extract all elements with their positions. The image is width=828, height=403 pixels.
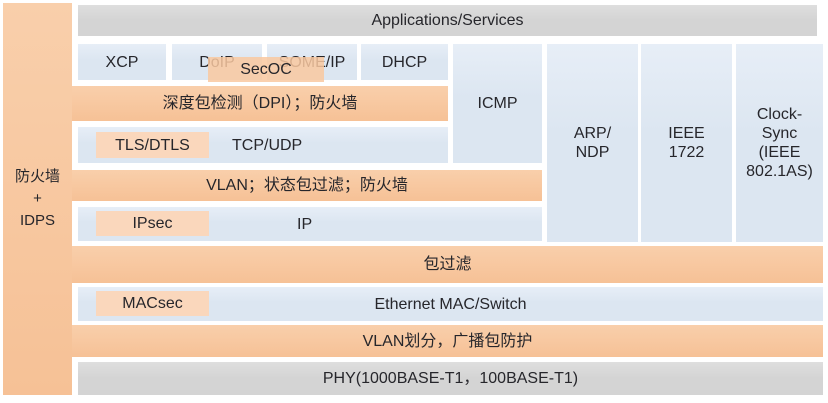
dpi-firewall-label: 深度包检测（DPI）；防火墙 [162,95,358,112]
ieee-1722-label: IEEE 1722 [668,125,705,161]
phy-label: PHY(1000BASE-T1，100BASE-T1) [322,370,579,387]
column-arp-ndp: ARP/ NDP [547,44,638,242]
network-layer-row: IPsec IP [78,207,542,241]
transport-layer-row: TLS/DTLS TCP/UDP [78,127,448,163]
vlan-stateful-firewall-label: VLAN；状态包过滤；防火墙 [206,177,408,194]
secoc-label: SecOC [240,61,292,78]
icmp-label: ICMP [477,95,518,112]
ipsec-label: IPsec [132,215,173,232]
secoc-overlay-chip: SecOC [208,57,324,82]
applications-services-layer: Applications/Services [78,5,817,36]
mac-layer-row: MACsec Ethernet MAC/Switch [78,287,823,321]
vlan-division-label: VLAN划分，广播包防护 [362,332,533,350]
column-clock-sync: Clock- Sync (IEEE 802.1AS) [736,44,823,242]
sidebar-label-firewall: 防火墙 [14,168,60,185]
ipsec-chip: IPsec [96,211,209,236]
macsec-label: MACsec [122,295,183,312]
vlan-stateful-firewall-bar: VLAN；状态包过滤；防火墙 [72,170,542,201]
column-ieee-1722: IEEE 1722 [641,44,732,242]
clock-sync-label: Clock- Sync (IEEE 802.1AS) [746,106,813,180]
arp-ndp-label: ARP/ NDP [573,125,612,161]
protocol-box-dhcp: DHCP [361,44,448,80]
sidebar-label-plus: + [33,190,42,207]
macsec-chip: MACsec [96,291,209,316]
firewall-idps-sidebar: 防火墙 + IDPS [3,3,72,395]
column-icmp: ICMP [453,44,542,163]
tls-dtls-label: TLS/DTLS [115,136,190,154]
protocol-box-xcp: XCP [78,44,166,80]
dpi-firewall-bar: 深度包检测（DPI）；防火墙 [72,86,448,121]
packet-filter-label: 包过滤 [423,256,472,273]
phy-layer: PHY(1000BASE-T1，100BASE-T1) [78,362,823,395]
applications-services-label: Applications/Services [371,12,524,29]
sidebar-label-idps: IDPS [19,212,55,229]
dhcp-label: DHCP [381,53,428,71]
xcp-label: XCP [105,53,139,71]
tls-dtls-chip: TLS/DTLS [96,132,209,158]
packet-filter-bar: 包过滤 [72,246,823,283]
ip-label: IP [297,215,313,233]
ethernet-mac-switch-label: Ethernet MAC/Switch [374,295,527,313]
vlan-division-bar: VLAN划分，广播包防护 [72,325,823,357]
tcp-udp-label: TCP/UDP [232,136,303,154]
